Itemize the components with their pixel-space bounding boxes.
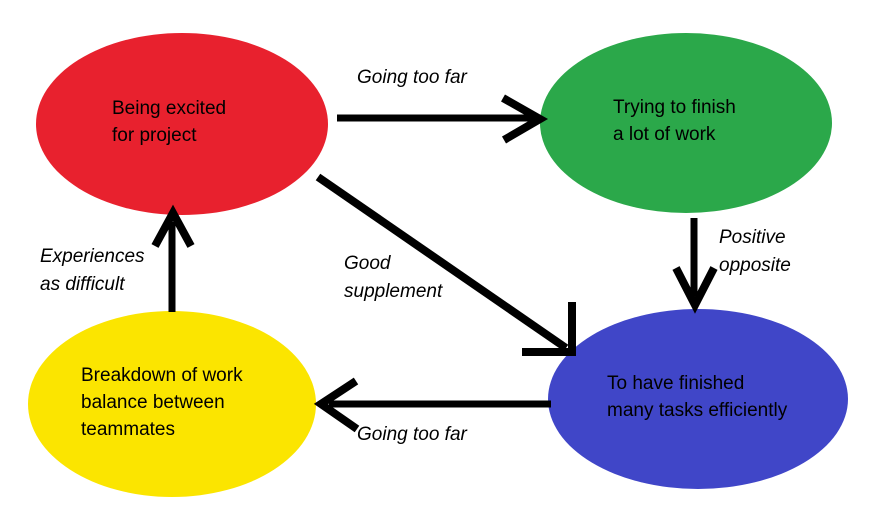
edge-label-going-too-far-bottom: Going too far (357, 424, 467, 445)
edge-label-positive-opposite: Positive opposite (719, 227, 791, 276)
arrow-trying-to-finished (672, 218, 718, 314)
edge-label-good-supplement: Good supplement (344, 253, 443, 302)
node-finished-many-tasks-shape[interactable] (548, 309, 848, 489)
arrow-excited-to-trying (337, 94, 549, 144)
arrow-breakdown-to-excited (151, 204, 195, 312)
edge-label-going-too-far-top: Going too far (357, 67, 467, 88)
arrow-finished-to-breakdown (313, 377, 551, 433)
arrow-excited-to-finished (315, 173, 576, 356)
node-being-excited-shape[interactable] (36, 33, 328, 215)
edge-label-experiences-as-difficult: Experiences as difficult (40, 246, 145, 295)
node-trying-to-finish-shape[interactable] (540, 33, 832, 213)
node-breakdown-of-work-shape[interactable] (28, 311, 316, 497)
